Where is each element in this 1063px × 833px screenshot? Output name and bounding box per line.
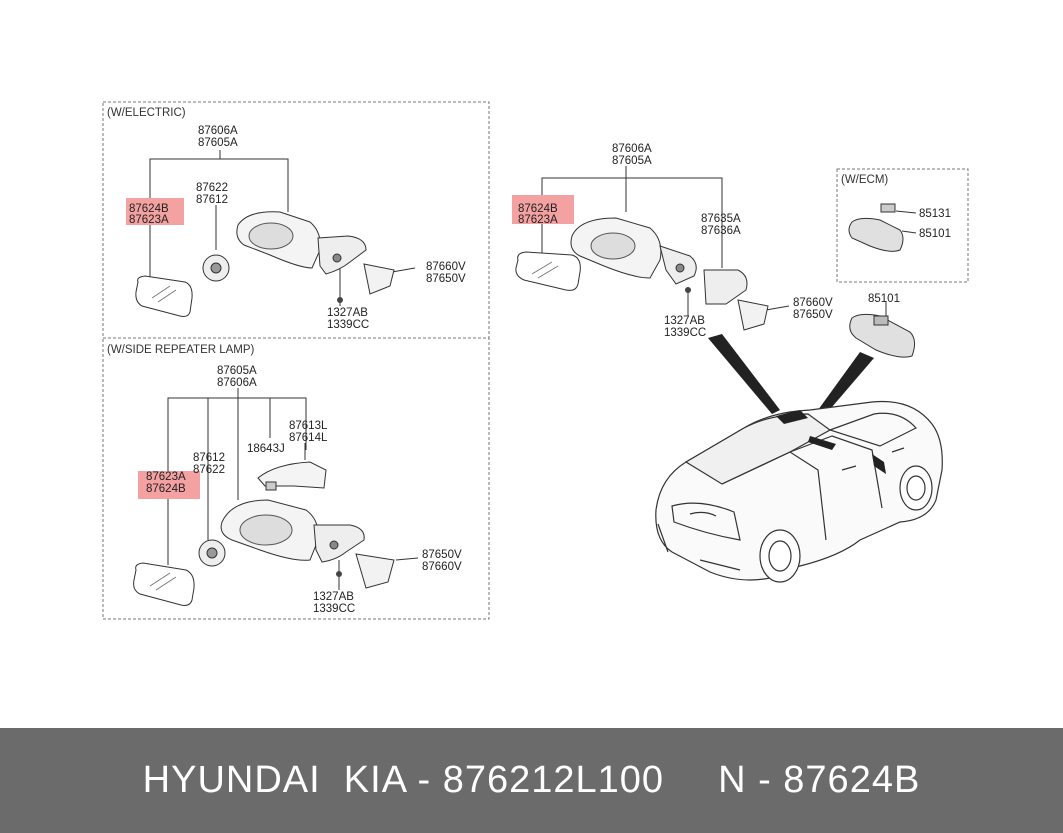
label-e-87605a: 87605A (198, 137, 238, 149)
ecm-leader-lines (885, 210, 917, 316)
label-e-87660v: 87660V (426, 261, 466, 273)
label-m-1327ab: 1327AB (664, 315, 705, 327)
footer-bar: HYUNDAI KIA - 876212L100 N - 87624B (0, 728, 1063, 833)
label-s-87622: 87622 (193, 464, 225, 476)
mirror-base-main (703, 269, 748, 305)
label-s-87624b: 87624B (146, 483, 186, 495)
label-s-87650v: 87650V (422, 549, 462, 561)
mirror-glass-repeater (133, 562, 195, 606)
pointer-to-mirror (708, 334, 780, 414)
rear-view-mirror (849, 313, 916, 358)
label-m-1339cc: 1339CC (664, 327, 706, 339)
label-s-87660v: 87660V (422, 561, 462, 573)
label-e-87612: 87612 (196, 194, 228, 206)
label-e-1339cc: 1339CC (327, 319, 369, 331)
frame-side-repeater (102, 337, 490, 620)
section-label-electric: (W/ELECTRIC) (107, 107, 186, 119)
parts-diagram: (W/ELECTRIC) (W/SIDE REPEATER LAMP) (W/E… (102, 101, 969, 620)
label-s-87614l: 87614L (289, 432, 328, 444)
label-m-87635a: 87635A (701, 213, 741, 225)
footer-part-number: HYUNDAI KIA - 876212L100 (142, 759, 665, 801)
label-s-87613l: 87613L (289, 420, 328, 432)
label-c-85101: 85101 (919, 228, 951, 240)
highlight-87624b-electric (126, 198, 184, 225)
label-m-87636a: 87636A (701, 225, 741, 237)
mirror-glass-hatch-e (151, 285, 177, 303)
label-s-87623a: 87623A (146, 471, 186, 483)
housing-plate-main (590, 232, 636, 260)
footer-oem-number: N - 87624B (718, 759, 921, 801)
housing-plate-electric (248, 222, 294, 250)
cover-repeater (355, 553, 395, 589)
screw-repeater (336, 571, 342, 577)
mirror-glass-main (515, 251, 581, 291)
screw-main (685, 287, 691, 293)
frame-ecm (836, 168, 969, 283)
label-m-87660v: 87660V (793, 297, 833, 309)
label-s-1327ab: 1327AB (313, 591, 354, 603)
label-e-87624b: 87624B (129, 203, 169, 215)
section-label-ecm: (W/ECM) (841, 174, 888, 186)
base-bolt-repeater (329, 540, 339, 550)
mirror-base-repeater (313, 524, 365, 563)
car-mirror-mark (872, 454, 886, 474)
actuator-repeater-hub (206, 547, 218, 559)
label-s-87612: 87612 (193, 452, 225, 464)
cover-main (737, 299, 769, 331)
highlight-87624b-main (512, 195, 574, 224)
highlight-87624b-repeater (138, 471, 200, 499)
label-e-87650v: 87650V (426, 273, 466, 285)
electric-leader-lines (149, 150, 416, 306)
arm-bolt-main (675, 263, 685, 273)
mirror-base-electric (317, 235, 367, 275)
section-label-side-repeater: (W/SIDE REPEATER LAMP) (107, 344, 255, 356)
label-e-1327ab: 1327AB (327, 307, 368, 319)
housing-plate-repeater (239, 514, 293, 546)
base-bolt-electric (332, 253, 342, 263)
label-e-87622: 87622 (196, 182, 228, 194)
bulb-socket (265, 481, 277, 491)
pointer-to-rear-mirror (818, 352, 874, 414)
cover-electric (363, 263, 395, 295)
label-e-87623a: 87623A (129, 214, 169, 226)
car-rear-mirror-mark (808, 436, 836, 450)
car-windshield-mark (776, 410, 808, 424)
mirror-glass-electric (135, 275, 193, 317)
label-m-87623a: 87623A (518, 214, 558, 226)
label-r-85101: 85101 (868, 293, 900, 305)
screw-electric (337, 297, 343, 303)
label-m-87624b: 87624B (518, 203, 558, 215)
label-m-87606a: 87606A (612, 143, 652, 155)
actuator-electric-hub (210, 262, 222, 274)
label-s-1339cc: 1339CC (313, 603, 355, 615)
label-c-85131: 85131 (919, 208, 951, 220)
ecm-sensor (880, 203, 896, 213)
label-m-87605a: 87605A (612, 155, 652, 167)
label-s-87605a: 87605A (217, 365, 257, 377)
mirror-glass-hatch-m (531, 261, 559, 279)
label-s-18643j: 18643J (247, 443, 285, 455)
repeater-leader-lines (167, 388, 419, 590)
label-s-87606a: 87606A (217, 377, 257, 389)
label-m-87650v: 87650V (793, 309, 833, 321)
label-e-87606a: 87606A (198, 125, 238, 137)
mirror-glass-hatch-s (149, 572, 177, 591)
rear-view-mirror-mount (873, 315, 889, 326)
car-illustration (655, 400, 943, 583)
ecm-mirror (848, 217, 904, 252)
main-leader-lines (541, 166, 790, 316)
